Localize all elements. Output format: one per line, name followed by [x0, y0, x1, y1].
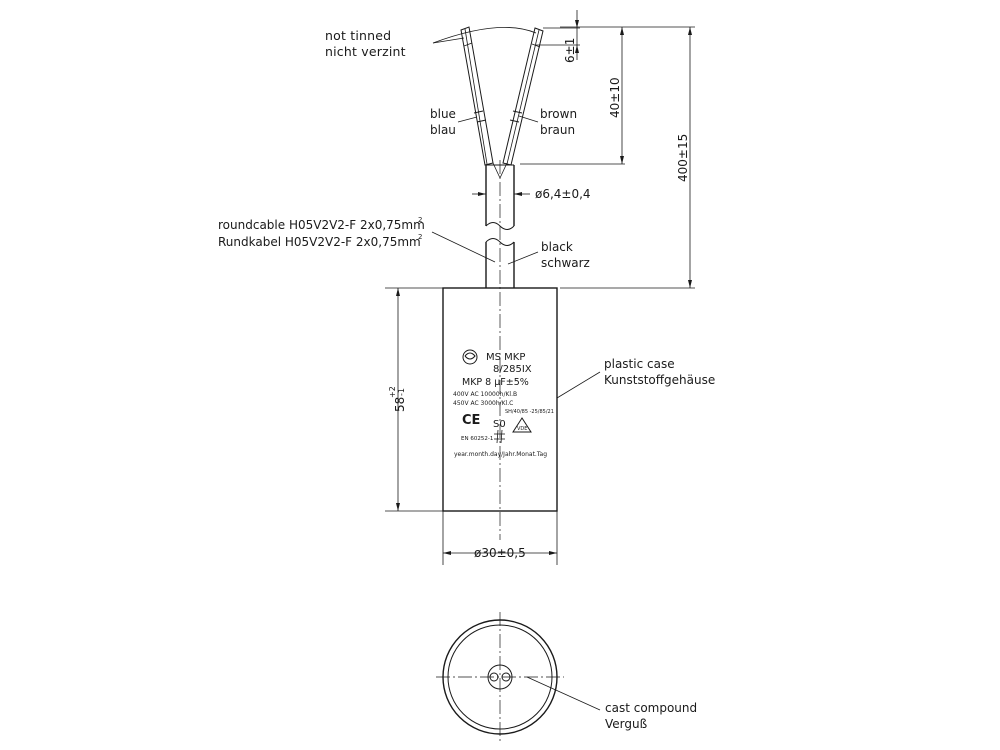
marking-line6: SH/40/85 -25/85/21	[505, 409, 554, 415]
date-code: year.month.day/Jahr.Monat.Tag	[454, 451, 547, 458]
label-brown-en: brown	[540, 107, 577, 121]
svg-text:VDE: VDE	[517, 426, 527, 432]
dim-strip-length: 6±1	[563, 10, 579, 63]
case-marking: MS MKP 8/285IX MKP 8 µF±5% 400V AC 10000…	[453, 349, 554, 458]
svg-text:ø30±0,5: ø30±0,5	[474, 546, 526, 560]
s0-mark: S0	[493, 419, 506, 430]
label-black-en: black	[541, 240, 573, 254]
dim-case-diameter: ø30±0,5	[442, 511, 558, 565]
svg-text:40±10: 40±10	[608, 77, 622, 118]
ce-mark: CE	[462, 413, 480, 428]
wire-leads	[460, 26, 544, 166]
manufacturer-logo-icon	[462, 349, 478, 365]
leader-case	[556, 371, 601, 399]
label-not-tinned-en: not tinned	[325, 28, 391, 43]
label-cable-en-sup: 2	[418, 216, 422, 224]
label-blue-de: blau	[430, 123, 456, 137]
leader-compound	[526, 676, 601, 711]
dim-case-height: 58 +2 -1	[385, 287, 443, 512]
marking-line4: 400V AC 10000h/Kl.B	[453, 391, 517, 398]
label-case-en: plastic case	[604, 357, 675, 371]
standard-mark: EN 60252-1	[461, 436, 493, 442]
leader-black	[507, 251, 539, 265]
svg-text:6±1: 6±1	[563, 38, 577, 63]
marking-line1: MS MKP	[486, 352, 525, 363]
leader-blue	[457, 116, 478, 123]
label-cable-de-sup: 2	[418, 233, 422, 241]
marking-line5: 450V AC 3000h/Kl.C	[453, 400, 513, 407]
label-compound-de: Verguß	[605, 717, 648, 731]
capacitor-case	[442, 287, 558, 512]
marking-line2: 8/285IX	[493, 364, 532, 375]
svg-text:ø6,4±0,4: ø6,4±0,4	[535, 187, 591, 201]
dim-cable-diameter: ø6,4±0,4	[472, 187, 591, 201]
label-cable-de: Rundkabel H05V2V2-F 2x0,75mm	[218, 235, 421, 249]
svg-text:400±15: 400±15	[676, 134, 690, 182]
label-case-de: Kunststoffgehäuse	[604, 373, 715, 387]
svg-text:-1: -1	[397, 388, 406, 396]
bottom-view	[436, 612, 564, 742]
marking-line3: MKP 8 µF±5%	[462, 377, 529, 388]
svg-text:58: 58	[393, 397, 407, 412]
leader-not-tinned	[432, 37, 465, 44]
label-black-de: schwarz	[541, 256, 590, 270]
svg-text:+2: +2	[388, 386, 397, 398]
dim-lead-length: 40±10	[608, 27, 624, 164]
label-compound-en: cast compound	[605, 701, 697, 715]
label-brown-de: braun	[540, 123, 575, 137]
label-not-tinned-de: nicht verzint	[325, 44, 406, 59]
label-cable-en: roundcable H05V2V2-F 2x0,75mm	[218, 218, 425, 232]
vde-triangle-icon: VDE	[512, 417, 532, 433]
round-cable	[485, 160, 515, 540]
label-blue-en: blue	[430, 107, 456, 121]
dim-total-length: 400±15	[676, 27, 692, 288]
leader-brown	[518, 115, 539, 123]
hash-mark-icon	[494, 429, 505, 444]
leader-cable	[431, 231, 496, 263]
